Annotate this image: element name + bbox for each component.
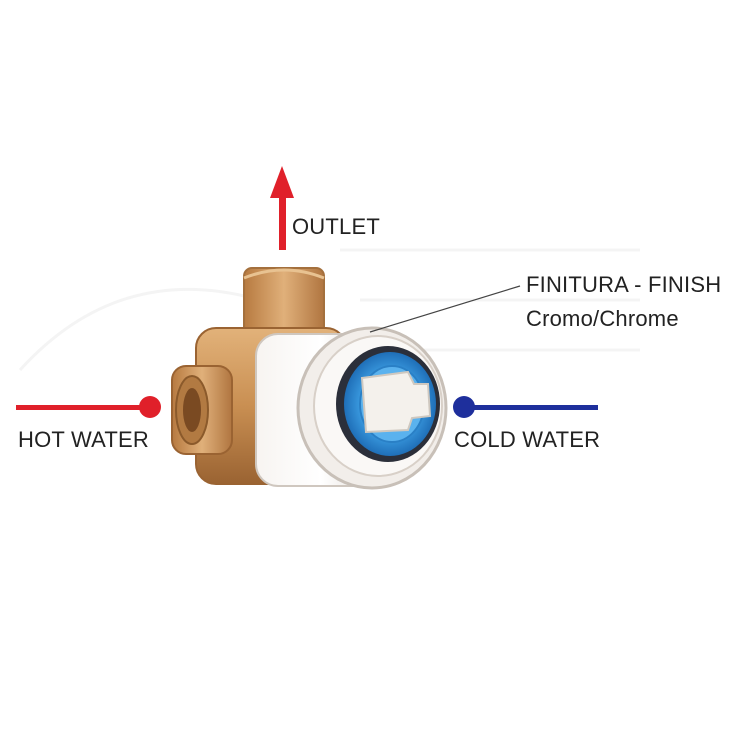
arrow-up-icon [270,166,294,250]
finish-title-label: FINITURA - FINISH [526,272,722,297]
cold-water-label: COLD WATER [454,427,601,452]
valve-body [171,267,448,490]
finish-value-label: Cromo/Chrome [526,306,679,331]
hot-water-label: HOT WATER [18,427,149,452]
outlet-label: OUTLET [292,214,380,239]
finish-leader-line [369,285,521,333]
cold-inlet-dot-icon [453,396,598,418]
hot-inlet-dot-icon [16,396,161,418]
